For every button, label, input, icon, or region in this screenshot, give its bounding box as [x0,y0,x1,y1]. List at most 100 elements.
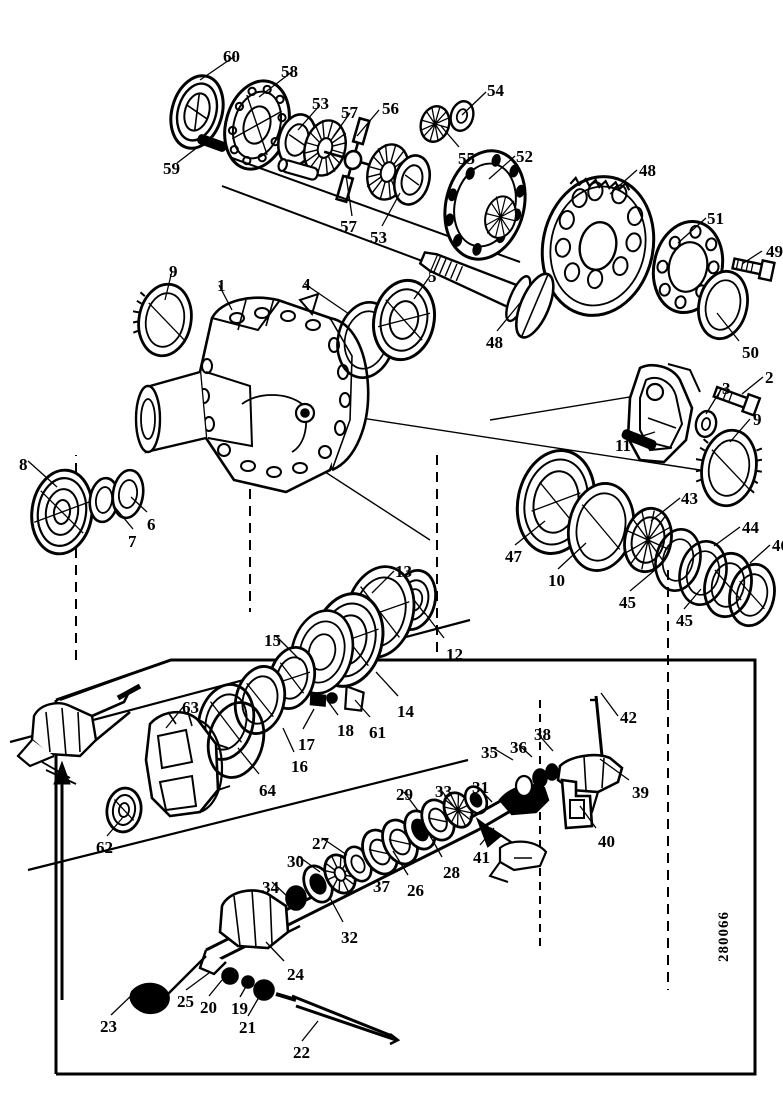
leader-line [423,611,445,639]
drawing-number: 280066 [716,911,732,962]
leader-line [356,109,380,137]
callout-12: 12 [446,645,463,664]
callout-leader-lines [27,55,771,1042]
callout-57: 57 [341,103,358,122]
leader-line [360,849,375,872]
callout-57: 57 [340,217,357,236]
callout-45: 45 [619,593,636,612]
leader-line [537,733,554,752]
callout-21: 21 [239,1018,256,1037]
callout-10: 10 [548,571,565,590]
callout-55: 55 [458,149,475,168]
leader-line [609,169,638,195]
leader-line [371,570,395,594]
leader-line [749,544,771,564]
callout-48: 48 [486,333,503,352]
callout-9: 9 [169,262,178,281]
callout-7: 7 [128,532,137,551]
callout-14: 14 [397,702,414,721]
leader-line [741,376,764,395]
callout-62: 62 [96,838,113,857]
callout-50: 50 [742,343,759,362]
leader-line [165,706,184,729]
callout-27: 27 [312,834,329,853]
callout-2: 2 [765,368,774,387]
callout-41: 41 [473,848,490,867]
callout-39: 39 [632,783,649,802]
callout-58: 58 [281,62,298,81]
callout-3: 3 [722,379,731,398]
callout-44: 44 [742,518,759,537]
leader-line [629,569,656,592]
callout-46: 46 [772,536,783,555]
leader-line [677,217,707,244]
callout-38: 38 [534,725,551,744]
leader-line [164,270,173,301]
leader-line [304,283,350,315]
callout-53: 53 [312,94,329,113]
differential-internals-group [169,74,521,293]
callout-22: 22 [293,1043,310,1062]
leader-line [326,699,339,716]
leader-line [282,727,295,753]
leader-line [130,496,148,513]
leader-line [599,758,630,781]
callout-23: 23 [100,1017,117,1036]
callout-64: 64 [259,781,276,800]
leader-line [332,112,351,138]
leader-line [302,708,315,730]
leader-line [354,699,371,718]
leader-line [301,1020,319,1042]
leader-line [247,991,263,1017]
callout-42: 42 [620,708,637,727]
leader-line [518,744,533,758]
callout-43: 43 [681,489,698,508]
callout-34: 34 [262,878,279,897]
leader-line [479,827,495,846]
callout-53: 53 [370,228,387,247]
leader-line [176,139,208,164]
callout-35: 35 [481,743,498,762]
leader-line [476,785,493,803]
callout-19: 19 [231,999,248,1018]
callout-47: 47 [505,547,522,566]
leader-line [321,837,348,856]
leader-line [381,192,401,227]
callout-30: 30 [287,852,304,871]
leader-line [218,284,233,311]
leader-line [600,692,619,717]
callout-13: 13 [395,562,412,581]
leader-line [413,275,431,300]
leader-line [275,635,301,661]
leader-line [265,941,285,962]
leader-line [428,833,443,858]
leader-line [345,174,353,217]
callout-45: 45 [676,611,693,630]
brake-caliper-group [515,363,776,628]
leader-line [199,55,236,81]
callout-6: 6 [147,515,156,534]
leader-line [650,497,681,522]
callout-54: 54 [487,81,504,100]
callout-4: 4 [302,275,311,294]
leader-line [112,504,134,530]
leader-line [496,302,521,332]
callout-56: 56 [382,99,399,118]
halfshaft-assembly [129,695,624,1046]
leader-line [329,897,344,923]
leader-line [258,70,294,98]
leader-line [375,671,399,697]
callout-33: 33 [435,782,452,801]
leader-line [713,526,741,547]
callout-40: 40 [598,832,615,851]
callout-60: 60 [223,47,240,66]
callout-20: 20 [200,998,217,1017]
callout-36: 36 [510,738,527,757]
callout-5: 5 [428,267,437,286]
leader-line [741,250,763,265]
leader-line [237,747,260,775]
callout-51: 51 [707,209,724,228]
callout-52: 52 [516,147,533,166]
